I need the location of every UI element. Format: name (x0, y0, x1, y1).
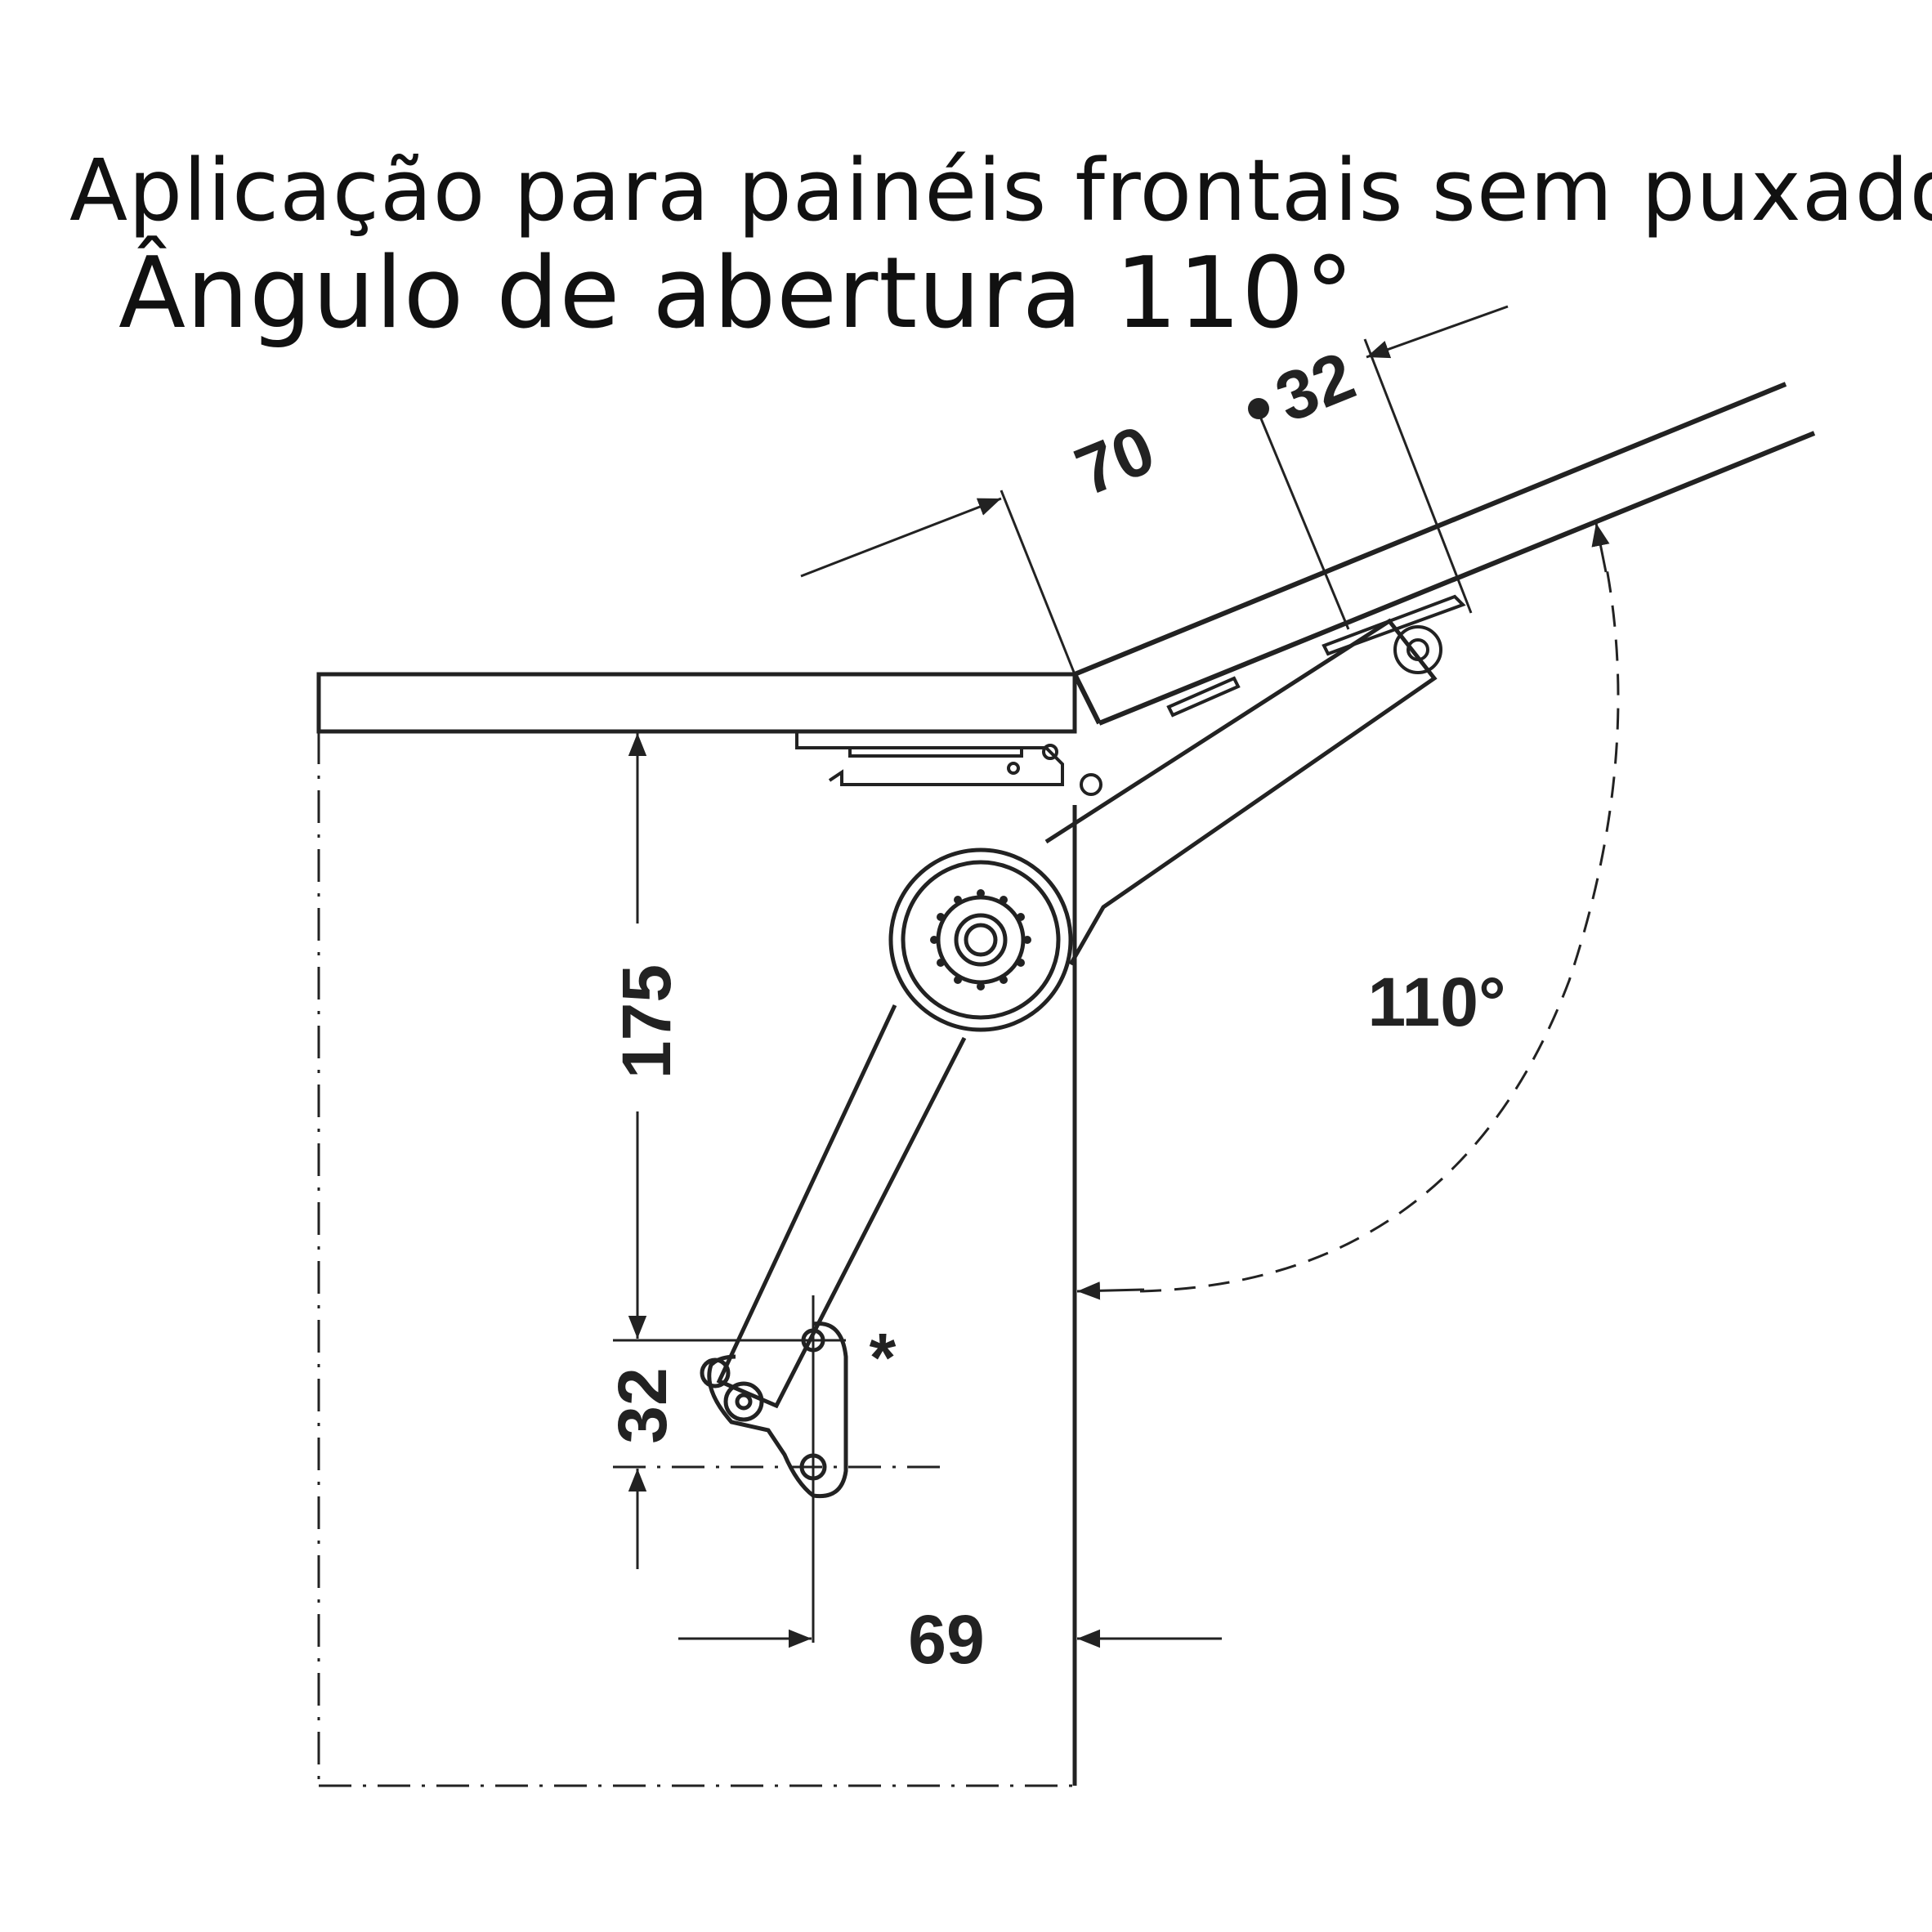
hinge-hub (888, 847, 1073, 1032)
dimension-top-32-label: 32 (1265, 337, 1365, 436)
diagram-subtitle: Ângulo de abertura 110° (119, 237, 1355, 351)
cabinet-outline (317, 731, 1075, 1787)
cabinet-top-panel (316, 672, 1077, 734)
lower-arm (716, 1004, 967, 1409)
dimension-175-label: 175 (608, 964, 685, 1079)
dimension-69-label: 69 (908, 1601, 984, 1678)
opening-angle-arc: 110° (1076, 522, 1620, 1300)
dimension-69: 69 (678, 1601, 1222, 1678)
dimension-70: 70 (800, 410, 1165, 578)
top-mounting-bracket (795, 731, 1102, 796)
dimension-bottom-32: 32 (604, 1367, 681, 1569)
bottom-mounting-plate (700, 1322, 848, 1499)
dimension-70-label: 70 (1065, 410, 1165, 510)
front-flap (1072, 382, 1816, 726)
hub-teeth (930, 889, 1031, 991)
flap-fitting (1166, 594, 1466, 718)
dimension-175: 175 (608, 733, 685, 1339)
extension-lines (613, 338, 1473, 1643)
diagram-title: Aplicação para painéis frontais sem puxa… (69, 141, 1932, 240)
dimension-bottom-32-label: 32 (604, 1367, 681, 1443)
note-asterisk: * (870, 1319, 897, 1396)
upper-arm (1044, 618, 1438, 966)
opening-angle-label: 110° (1367, 964, 1505, 1040)
